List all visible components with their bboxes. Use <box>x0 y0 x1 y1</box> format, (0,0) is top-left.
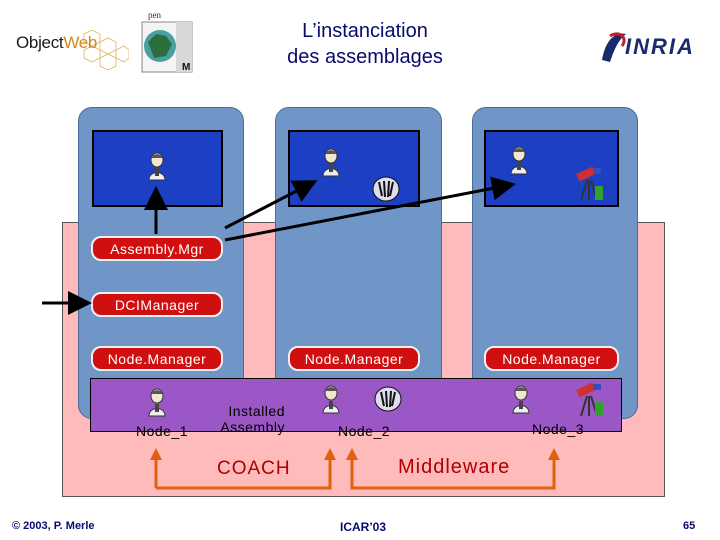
node-manager-1-component: Node.Manager <box>91 346 223 371</box>
svg-text:pen: pen <box>148 10 161 20</box>
svg-text:M: M <box>182 62 190 73</box>
objectweb-logo-text: ObjectWeb <box>16 33 98 52</box>
antenna-component-icon <box>372 176 400 202</box>
objectweb-logo <box>83 30 129 70</box>
node-2-label: Node_2 <box>338 423 391 439</box>
footer-conference: ICAR’03 <box>340 520 387 534</box>
antenna-component-icon <box>374 386 402 412</box>
installed-assembly-label: Installed Assembly <box>220 403 285 435</box>
person-component-icon <box>148 388 166 417</box>
footer-page-number: 65 <box>683 520 696 532</box>
person-component-icon <box>148 152 166 181</box>
inria-logo-text: INRIA <box>625 34 695 59</box>
node-2-container <box>288 130 420 207</box>
node-3-label: Node_3 <box>532 421 585 437</box>
inria-logo <box>602 32 626 62</box>
person-component-icon <box>510 146 528 175</box>
middleware-label: Middleware <box>398 456 511 478</box>
coach-label: COACH <box>217 458 291 479</box>
openccm-logo: pen M <box>141 10 193 73</box>
person-component-icon <box>322 385 340 414</box>
person-component-icon <box>512 385 530 414</box>
footer-copyright: © 2003, P. Merle <box>12 520 95 532</box>
person-component-icon <box>322 148 340 177</box>
node-manager-2-component: Node.Manager <box>288 346 420 371</box>
telescope-component-icon <box>576 382 603 417</box>
assembly-mgr-component: Assembly.Mgr <box>91 236 223 261</box>
installed-assembly-band <box>90 378 622 432</box>
node-1-label: Node_1 <box>136 423 189 439</box>
telescope-component-icon <box>576 166 603 201</box>
slide-title: L’instanciation des assemblages <box>287 20 443 68</box>
dci-manager-component: DCIManager <box>91 292 223 317</box>
node-manager-3-component: Node.Manager <box>484 346 619 371</box>
